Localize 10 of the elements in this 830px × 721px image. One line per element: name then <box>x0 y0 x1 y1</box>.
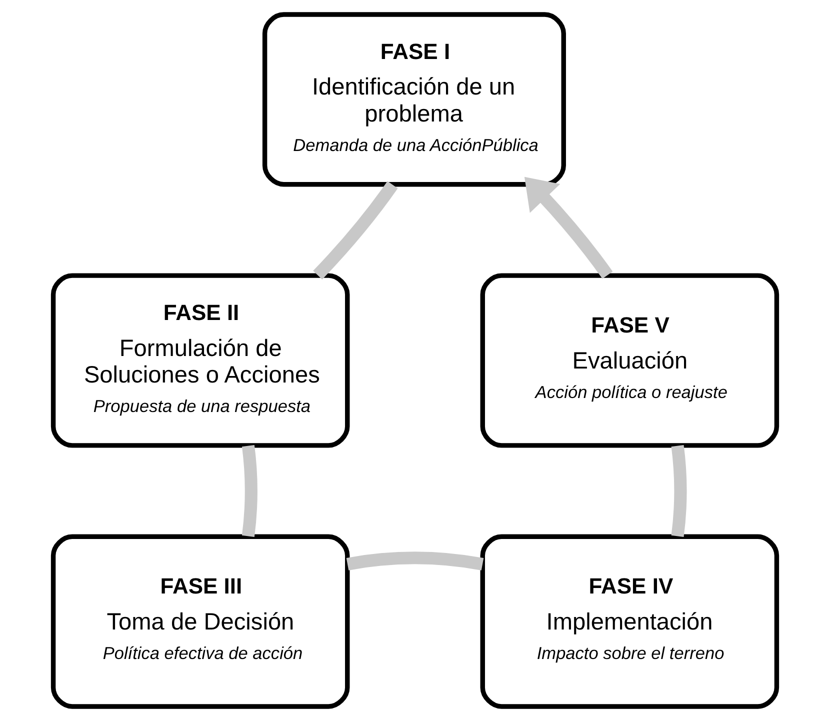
connector <box>346 552 484 570</box>
arrow <box>524 176 613 279</box>
node-box: FASE IV Implementación Impacto sobre el terreno <box>480 534 780 709</box>
connector <box>242 445 258 537</box>
node-box: FASE III Toma de Decisión Política efectiva de acción <box>50 534 350 709</box>
connector <box>671 445 687 537</box>
connector <box>313 181 398 280</box>
node-box: FASE I Identificación de un problema Demanda de una AcciónPública <box>262 12 566 187</box>
node-box: FASE V Evaluación Acción política o reajuste <box>480 273 780 448</box>
node-box: FASE II Formulación de Soluciones o Acciones Propuesta de una respuesta <box>50 273 350 448</box>
